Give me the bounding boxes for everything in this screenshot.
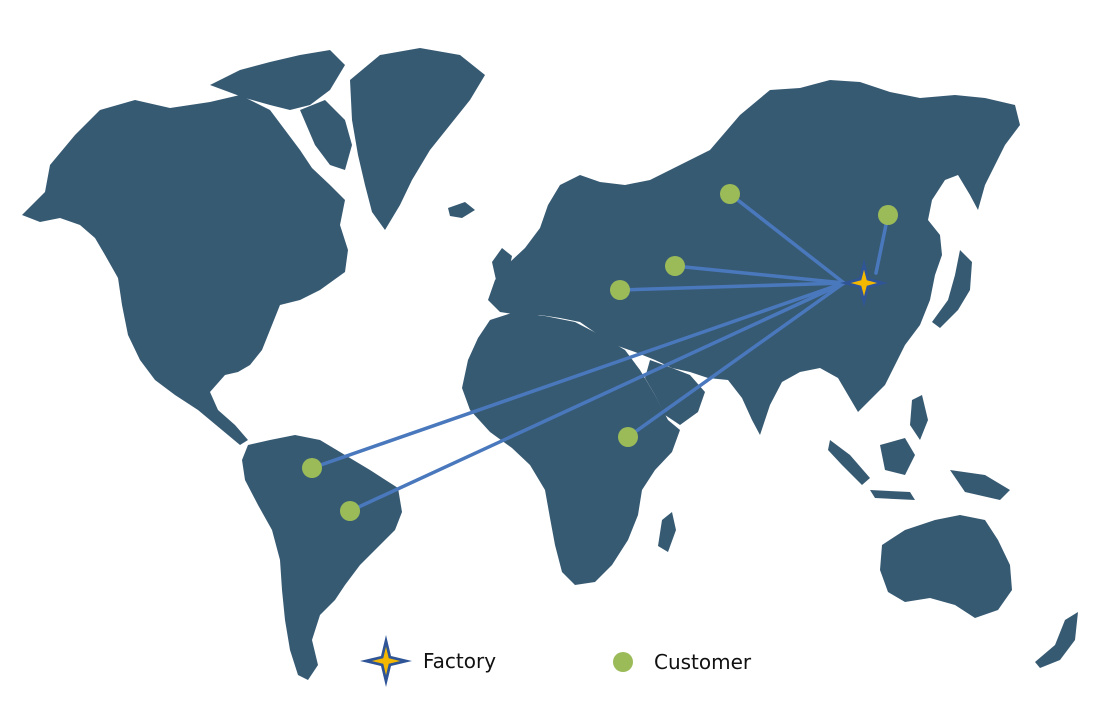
philippines: [910, 395, 928, 440]
route-line: [348, 281, 846, 513]
madagascar: [658, 512, 676, 552]
customer-marker: [340, 501, 360, 521]
sumatra: [828, 440, 870, 485]
legend: Factory Customer: [360, 635, 752, 687]
eurasia: [488, 80, 1020, 435]
customer-marker: [302, 458, 322, 478]
arctic-islands: [210, 50, 345, 110]
customer-markers: [302, 184, 898, 521]
legend-factory-label: Factory: [423, 649, 496, 673]
route-line: [728, 192, 846, 285]
japan: [932, 250, 972, 328]
customer-marker: [665, 256, 685, 276]
arabian-peninsula: [645, 360, 705, 425]
legend-customer-label: Customer: [654, 650, 752, 674]
four-point-star-icon: [360, 635, 412, 687]
continents: [22, 48, 1078, 680]
baffin-island: [300, 100, 352, 170]
iceland: [448, 202, 475, 218]
green-dot-icon: [613, 652, 633, 672]
star-fill: [850, 269, 878, 297]
north-america: [22, 95, 348, 445]
britain: [492, 248, 512, 280]
australia: [880, 515, 1012, 618]
factory-marker: [840, 259, 888, 307]
customer-marker: [878, 205, 898, 225]
greenland: [350, 48, 485, 230]
africa: [462, 312, 680, 585]
borneo: [880, 438, 915, 475]
new-guinea: [950, 470, 1010, 500]
route-line: [673, 264, 846, 285]
route-line: [310, 281, 846, 470]
new-zealand: [1035, 612, 1078, 668]
java: [870, 490, 915, 500]
customer-marker: [610, 280, 630, 300]
star-fill: [371, 646, 401, 676]
south-america: [242, 435, 402, 680]
route-line: [618, 281, 846, 292]
customer-marker: [618, 427, 638, 447]
route-line: [626, 281, 846, 439]
customer-marker: [720, 184, 740, 204]
